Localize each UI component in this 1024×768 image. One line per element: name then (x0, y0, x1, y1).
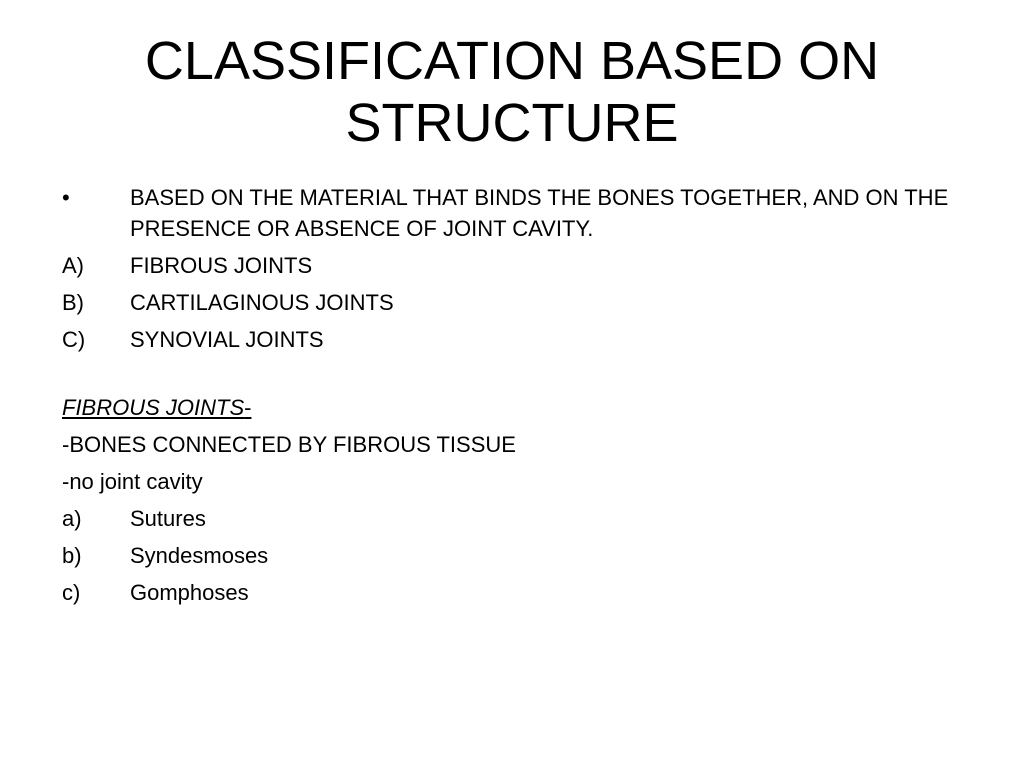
fibrous-type-item: a) Sutures (62, 503, 962, 534)
fibrous-type-item: b) Syndesmoses (62, 540, 962, 571)
fibrous-heading: FIBROUS JOINTS (62, 395, 245, 420)
slide-title-line-2: STRUCTURE (345, 93, 679, 153)
bullet-text: BASED ON THE MATERIAL THAT BINDS THE BON… (130, 185, 949, 241)
fibrous-type-marker: a) (62, 506, 82, 531)
slide-body: • BASED ON THE MATERIAL THAT BINDS THE B… (62, 182, 962, 614)
slide-title: CLASSIFICATION BASED ON STRUCTURE (60, 30, 964, 154)
joint-type-item: C) SYNOVIAL JOINTS (62, 324, 962, 355)
fibrous-type-text: Syndesmoses (130, 543, 269, 568)
bullet-marker: • (62, 185, 70, 210)
fibrous-heading-suffix: - (244, 395, 252, 420)
slide-title-line-1: CLASSIFICATION BASED ON (144, 31, 880, 91)
fibrous-type-item: c) Gomphoses (62, 577, 962, 608)
joint-type-text: FIBROUS JOINTS (130, 253, 313, 278)
joint-type-marker: A) (62, 253, 84, 278)
joint-type-item: B) CARTILAGINOUS JOINTS (62, 287, 962, 318)
joint-type-text: CARTILAGINOUS JOINTS (130, 290, 394, 315)
joint-type-text: SYNOVIAL JOINTS (130, 327, 324, 352)
bullet-item: • BASED ON THE MATERIAL THAT BINDS THE B… (62, 182, 962, 244)
joint-type-marker: B) (62, 290, 84, 315)
section-spacer (62, 361, 962, 392)
fibrous-note: -no joint cavity (62, 469, 203, 494)
fibrous-note: -BONES CONNECTED BY FIBROUS TISSUE (62, 432, 516, 457)
joint-type-item: A) FIBROUS JOINTS (62, 250, 962, 281)
joint-type-marker: C) (62, 327, 86, 352)
fibrous-type-marker: b) (62, 543, 82, 568)
fibrous-heading-row: FIBROUS JOINTS- (62, 392, 962, 423)
fibrous-type-text: Sutures (130, 506, 206, 531)
fibrous-type-text: Gomphoses (130, 580, 249, 605)
fibrous-type-marker: c) (62, 580, 81, 605)
